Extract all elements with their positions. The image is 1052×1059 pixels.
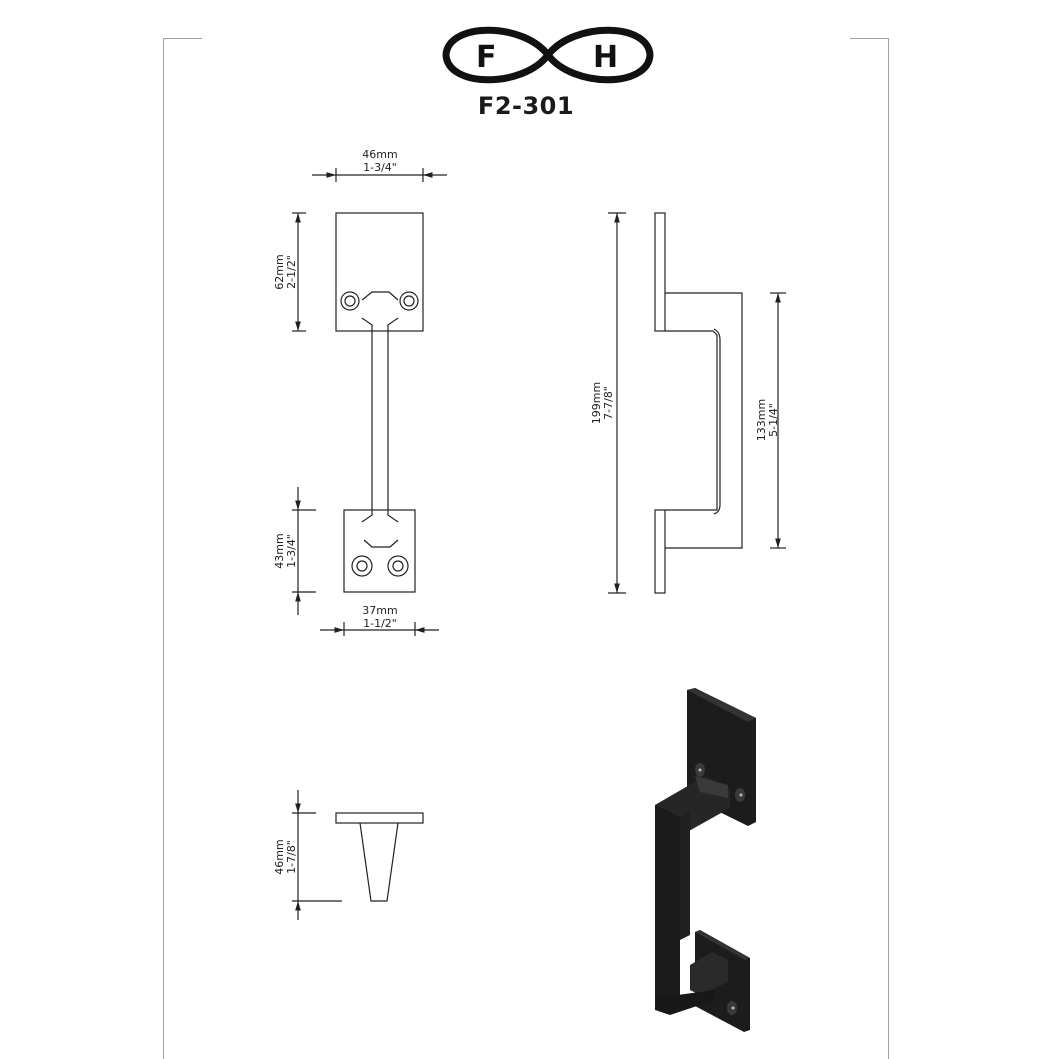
dim-top-width-in: 1-3/4"	[363, 161, 397, 174]
dim-bottom-width-in: 1-1/2"	[363, 617, 397, 630]
dim-bottom-height-in: 1-3/4"	[285, 534, 298, 568]
dim-grip-length	[770, 292, 786, 549]
model-number: F2-301	[477, 92, 575, 120]
dim-bottom-height	[292, 487, 316, 615]
dim-top-height	[292, 212, 306, 332]
sheet-frame-right	[850, 38, 889, 1059]
logo-letter-f: F	[476, 40, 497, 75]
dim-top-width-mm: 46mm	[362, 148, 397, 161]
sheet-frame-left	[163, 38, 202, 1059]
dim-grip-length-in: 5-1/4"	[767, 403, 780, 437]
dim-top-height-in: 2-1/2"	[285, 255, 298, 289]
dim-bottom-width	[320, 622, 439, 636]
dim-projection	[292, 790, 342, 920]
isometric-render	[655, 688, 756, 1032]
dim-grip-length-mm: 133mm	[755, 399, 768, 441]
end-view	[335, 812, 424, 902]
side-view	[654, 212, 743, 594]
dim-overall-length-in: 7-7/8"	[602, 386, 615, 420]
dim-projection-mm: 46mm	[273, 839, 286, 874]
front-view	[335, 212, 424, 593]
dim-top-width	[312, 168, 447, 182]
dim-top-height-mm: 62mm	[273, 254, 286, 289]
dim-projection-in: 1-7/8"	[285, 840, 298, 874]
dim-bottom-height-mm: 43mm	[273, 533, 286, 568]
dim-overall-length	[608, 212, 626, 594]
dim-overall-length-mm: 199mm	[590, 382, 603, 424]
dim-bottom-width-mm: 37mm	[362, 604, 397, 617]
fh-infinity-logo: F H	[442, 26, 654, 84]
logo-letter-h: H	[593, 40, 618, 75]
